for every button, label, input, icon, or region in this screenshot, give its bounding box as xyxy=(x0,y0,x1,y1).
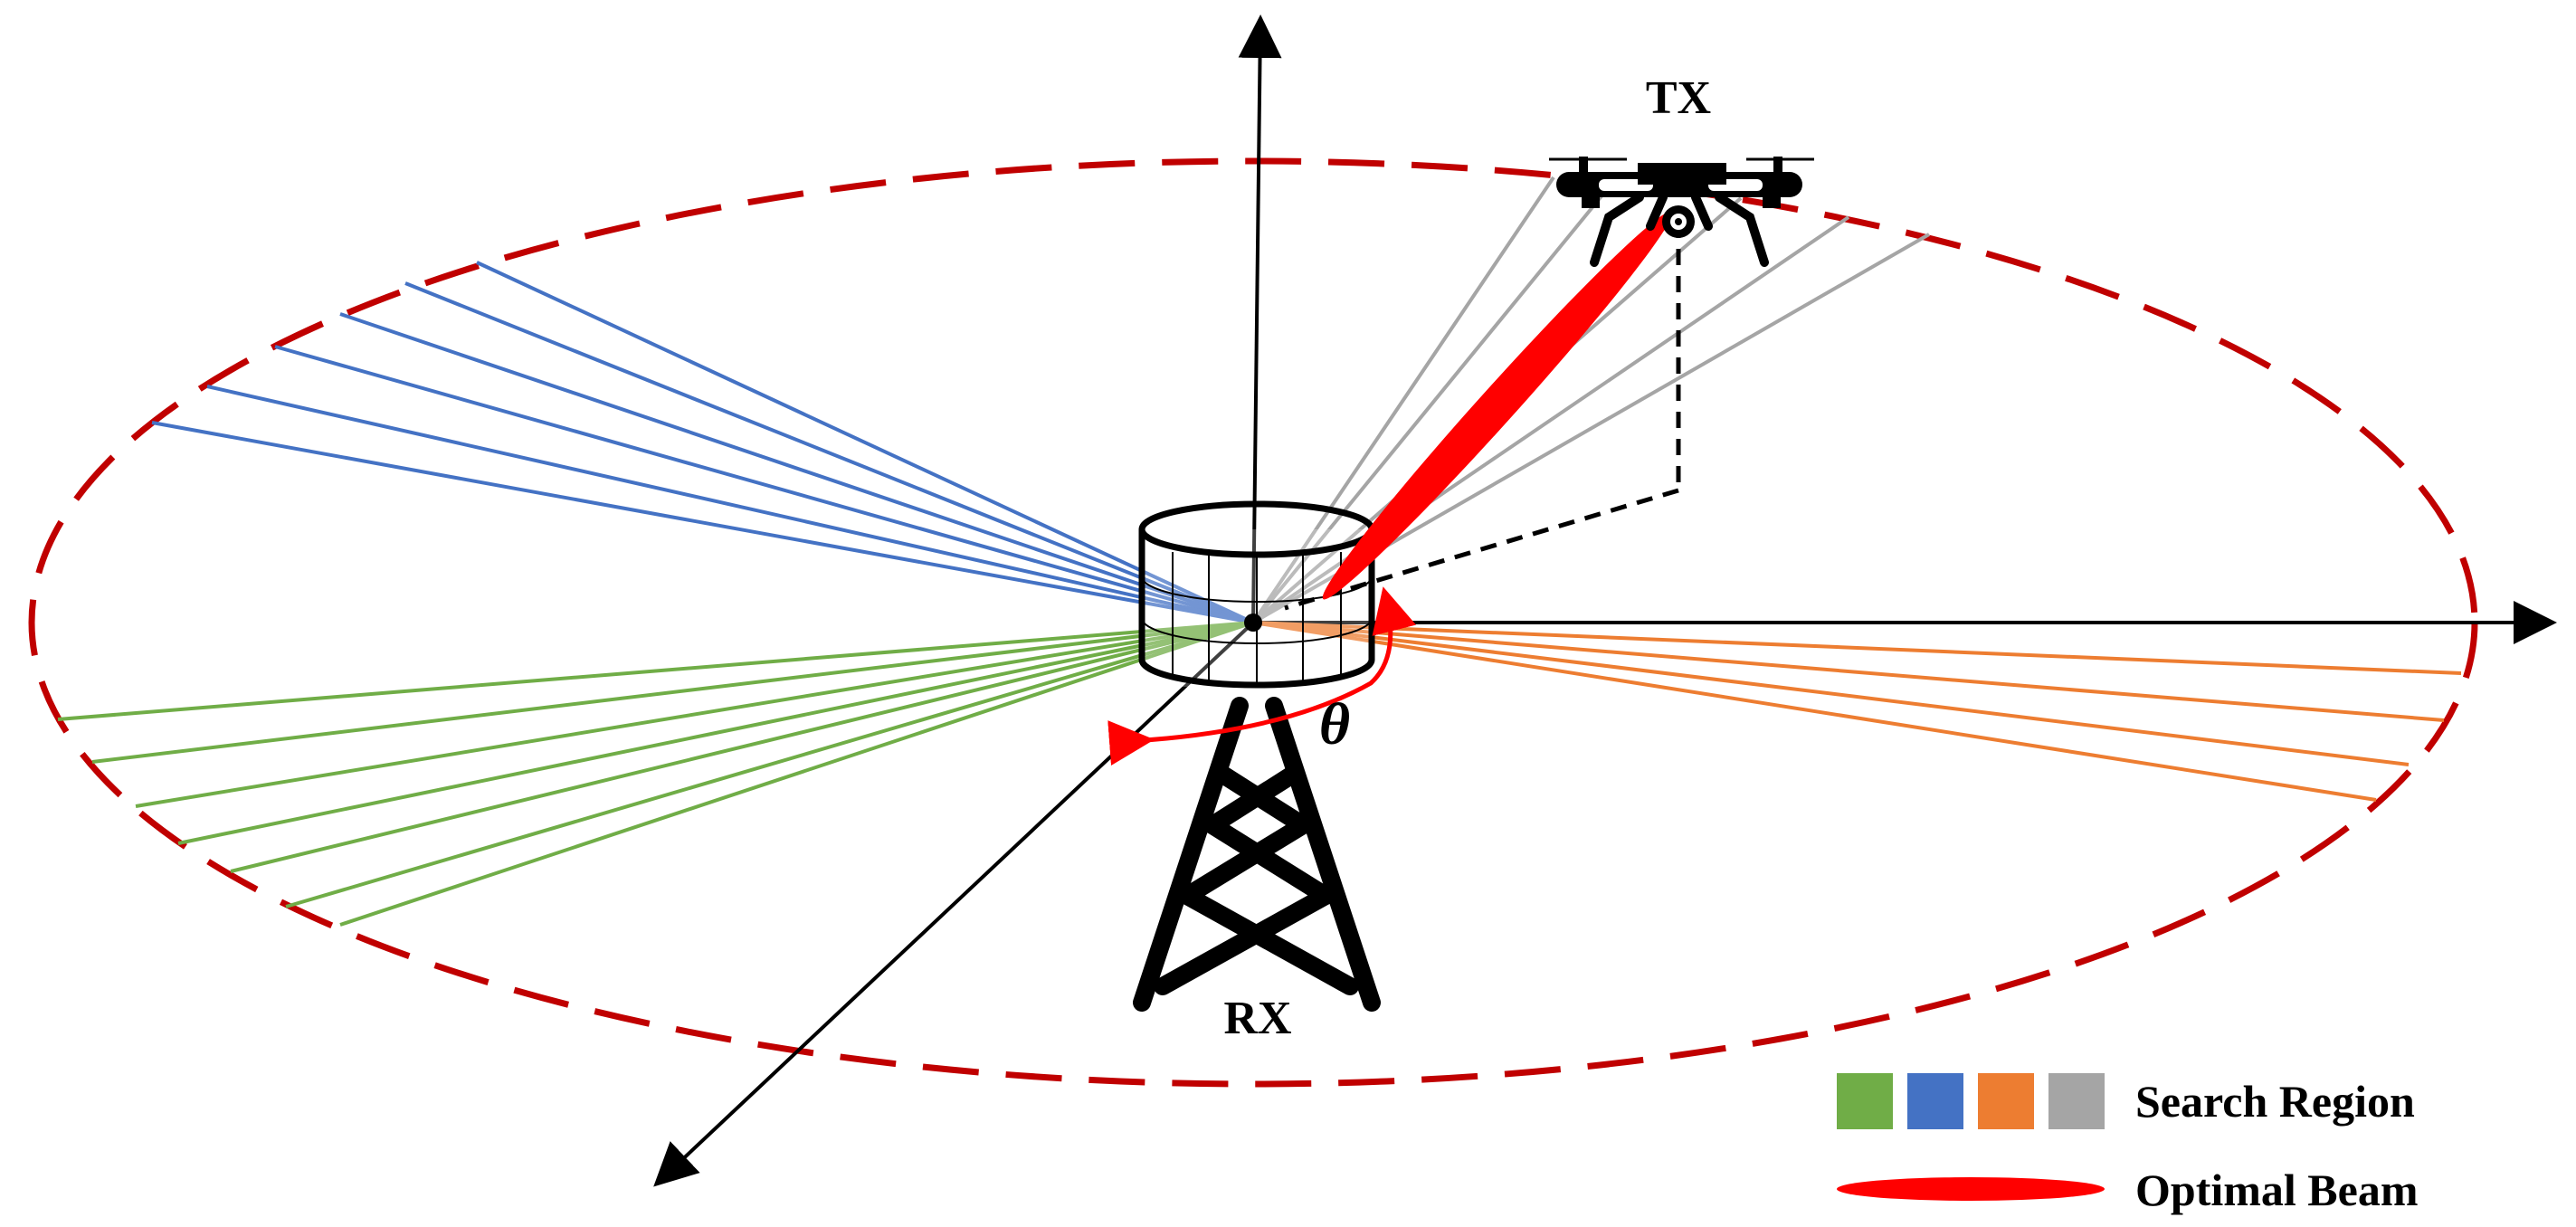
search-region-green xyxy=(57,621,1254,927)
legend-swatch-blue xyxy=(1907,1073,1963,1129)
beam-line xyxy=(274,345,1254,624)
legend-search-region-label: Search Region xyxy=(2135,1076,2415,1127)
beam-line xyxy=(476,261,1254,624)
optimal-beam xyxy=(1322,211,1673,600)
beam-line xyxy=(135,621,1254,808)
legend-swatch-orange xyxy=(1978,1073,2034,1129)
beam-line xyxy=(91,621,1254,764)
tx-label: TX xyxy=(1646,72,1711,124)
beam-line xyxy=(151,421,1254,624)
beam-line xyxy=(1252,621,2377,802)
uav-projection xyxy=(1284,222,1681,611)
beam-line xyxy=(1252,621,2445,722)
beam-line xyxy=(285,621,1254,908)
origin-point xyxy=(1244,614,1262,632)
legend-swatch-gray xyxy=(2048,1073,2105,1129)
theta-label: θ xyxy=(1319,691,1350,757)
legend: Search Region Optimal Beam xyxy=(1837,1073,2418,1215)
beam-line xyxy=(230,621,1254,873)
beam-line xyxy=(339,312,1254,624)
beam-line xyxy=(404,281,1254,624)
search-region-orange xyxy=(1252,621,2462,802)
beam-line xyxy=(206,385,1254,624)
beam-line xyxy=(1252,621,2462,675)
beam-line xyxy=(1251,176,1555,624)
beam-line xyxy=(1252,621,2410,766)
legend-swatch-green xyxy=(1837,1073,1893,1129)
rx-label: RX xyxy=(1223,993,1291,1044)
beam-line xyxy=(339,621,1254,927)
beam-line xyxy=(57,621,1254,721)
beam-line xyxy=(177,621,1254,845)
uav-transmitter-icon xyxy=(1549,157,1814,267)
rx-antenna-array xyxy=(1138,500,1375,689)
legend-optimal-beam-swatch xyxy=(1837,1177,2105,1201)
legend-optimal-beam-label: Optimal Beam xyxy=(2135,1165,2418,1215)
theta-arrow xyxy=(1107,586,1417,766)
z-axis xyxy=(1238,14,1282,623)
search-region-blue xyxy=(151,261,1254,624)
